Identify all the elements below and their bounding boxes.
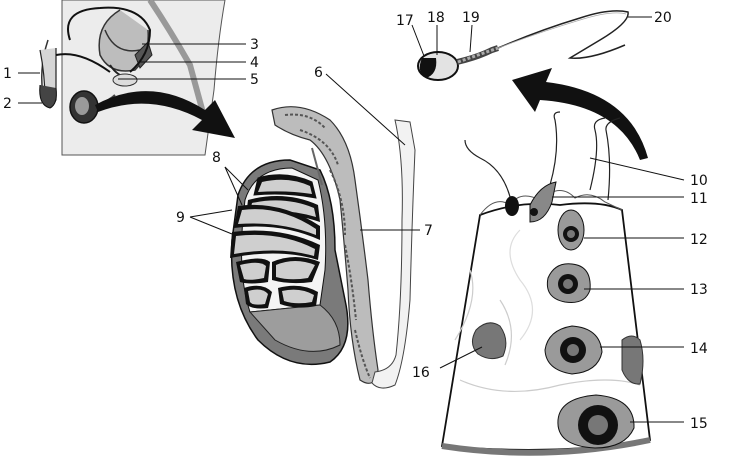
label-1: 1 bbox=[3, 66, 12, 82]
arrow-to-sperm-icon bbox=[512, 68, 648, 160]
label-10: 10 bbox=[690, 173, 708, 189]
arrow-to-testis-icon bbox=[95, 91, 235, 138]
label-18: 18 bbox=[427, 10, 445, 26]
label-7: 7 bbox=[424, 223, 433, 239]
label-5: 5 bbox=[250, 72, 259, 88]
label-9: 9 bbox=[176, 210, 185, 226]
label-8: 8 bbox=[212, 150, 221, 166]
label-13: 13 bbox=[690, 282, 708, 298]
label-12: 12 bbox=[690, 232, 708, 248]
label-17: 17 bbox=[396, 13, 414, 29]
testis-illustration bbox=[230, 106, 416, 389]
label-3: 3 bbox=[250, 37, 259, 53]
spermatozoon-illustration bbox=[417, 10, 629, 81]
label-2: 2 bbox=[3, 96, 12, 112]
label-19: 19 bbox=[462, 10, 480, 26]
label-20: 20 bbox=[654, 10, 672, 26]
label-4: 4 bbox=[250, 55, 259, 71]
number-labels: 1 2 3 4 5 6 7 8 9 10 11 12 13 14 15 16 1… bbox=[3, 10, 708, 432]
pelvic-region-illustration bbox=[39, 0, 226, 156]
label-6: 6 bbox=[314, 65, 323, 81]
seminiferous-tubule-section bbox=[440, 111, 651, 456]
label-11: 11 bbox=[690, 191, 708, 207]
leader-lines bbox=[18, 16, 685, 423]
label-16: 16 bbox=[412, 365, 430, 381]
label-15: 15 bbox=[690, 416, 708, 432]
label-14: 14 bbox=[690, 341, 708, 357]
